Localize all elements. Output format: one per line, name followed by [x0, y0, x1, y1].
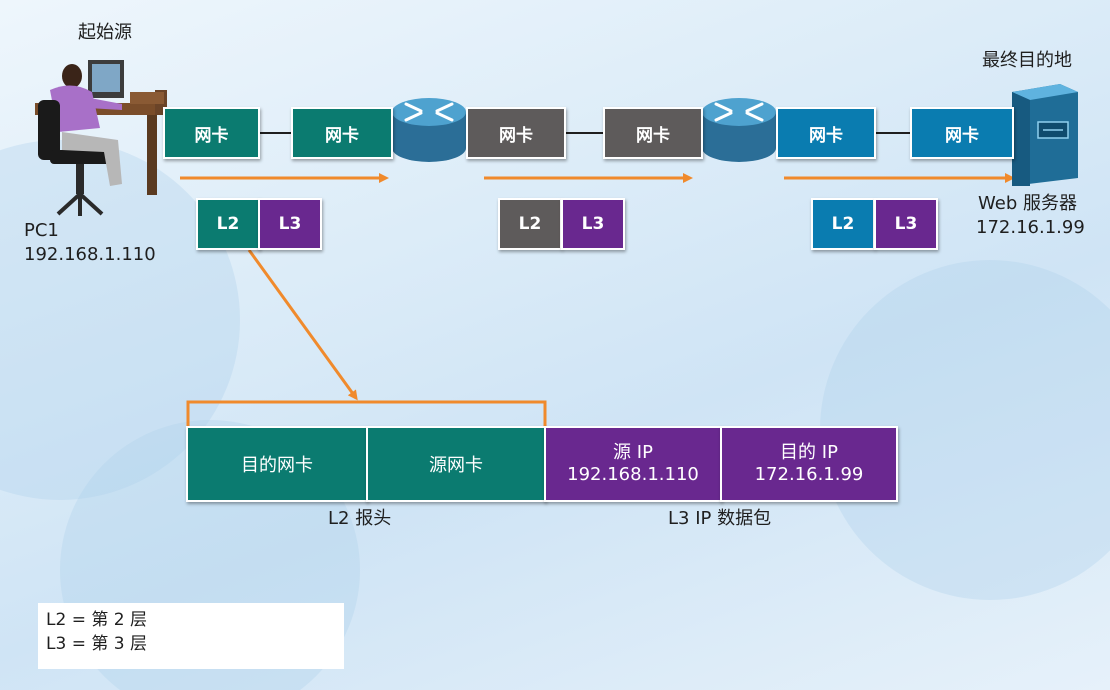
server-ip: 172.16.1.99 — [976, 217, 1085, 238]
nic-box-router1-in: 网卡 — [291, 107, 393, 159]
legend-box: L2 = 第 2 层 L3 = 第 3 层 — [38, 603, 344, 669]
l3-packet-caption: L3 IP 数据包 — [668, 508, 772, 529]
frame-src-ip: 源 IP 192.168.1.110 — [544, 426, 722, 502]
nic-box-pc1: 网卡 — [163, 107, 260, 159]
pc1-ip: 192.168.1.110 — [24, 244, 156, 265]
frame-dst-ip: 目的 IP 172.16.1.99 — [720, 426, 898, 502]
server-icon — [1012, 84, 1078, 186]
hop3-l3-box: L3 — [874, 198, 938, 250]
frame-src-nic: 源网卡 — [366, 426, 546, 502]
nic-box-router2-out: 网卡 — [776, 107, 876, 159]
pc1-name: PC1 — [24, 220, 59, 241]
destination-label: 最终目的地 — [982, 50, 1072, 71]
src-ip-value: 192.168.1.110 — [567, 464, 699, 485]
hop1-l3-box: L3 — [258, 198, 322, 250]
source-label: 起始源 — [78, 22, 132, 43]
src-ip-title: 源 IP — [613, 441, 653, 463]
l2-header-caption: L2 报头 — [328, 508, 392, 529]
legend-line-l2: L2 = 第 2 层 — [46, 610, 147, 630]
dst-ip-value: 172.16.1.99 — [754, 464, 864, 485]
frame-dest-nic: 目的网卡 — [186, 426, 368, 502]
dst-ip-title: 目的 IP — [780, 441, 838, 463]
nic-box-router1-out: 网卡 — [466, 107, 566, 159]
l2-bracket — [186, 400, 547, 428]
server-name: Web 服务器 — [978, 193, 1077, 214]
zoom-arrow — [247, 249, 358, 401]
hop2-l3-box: L3 — [561, 198, 625, 250]
router-icon — [702, 98, 776, 162]
legend-line-l3: L3 = 第 3 层 — [46, 633, 147, 654]
nic-box-router2-in: 网卡 — [603, 107, 703, 159]
hop1-l2-box: L2 — [196, 198, 260, 250]
hop2-l2-box: L2 — [498, 198, 562, 250]
pc-user-icon — [35, 60, 167, 216]
hop3-l2-box: L2 — [811, 198, 875, 250]
router-icon — [392, 98, 466, 162]
nic-box-server: 网卡 — [910, 107, 1014, 159]
